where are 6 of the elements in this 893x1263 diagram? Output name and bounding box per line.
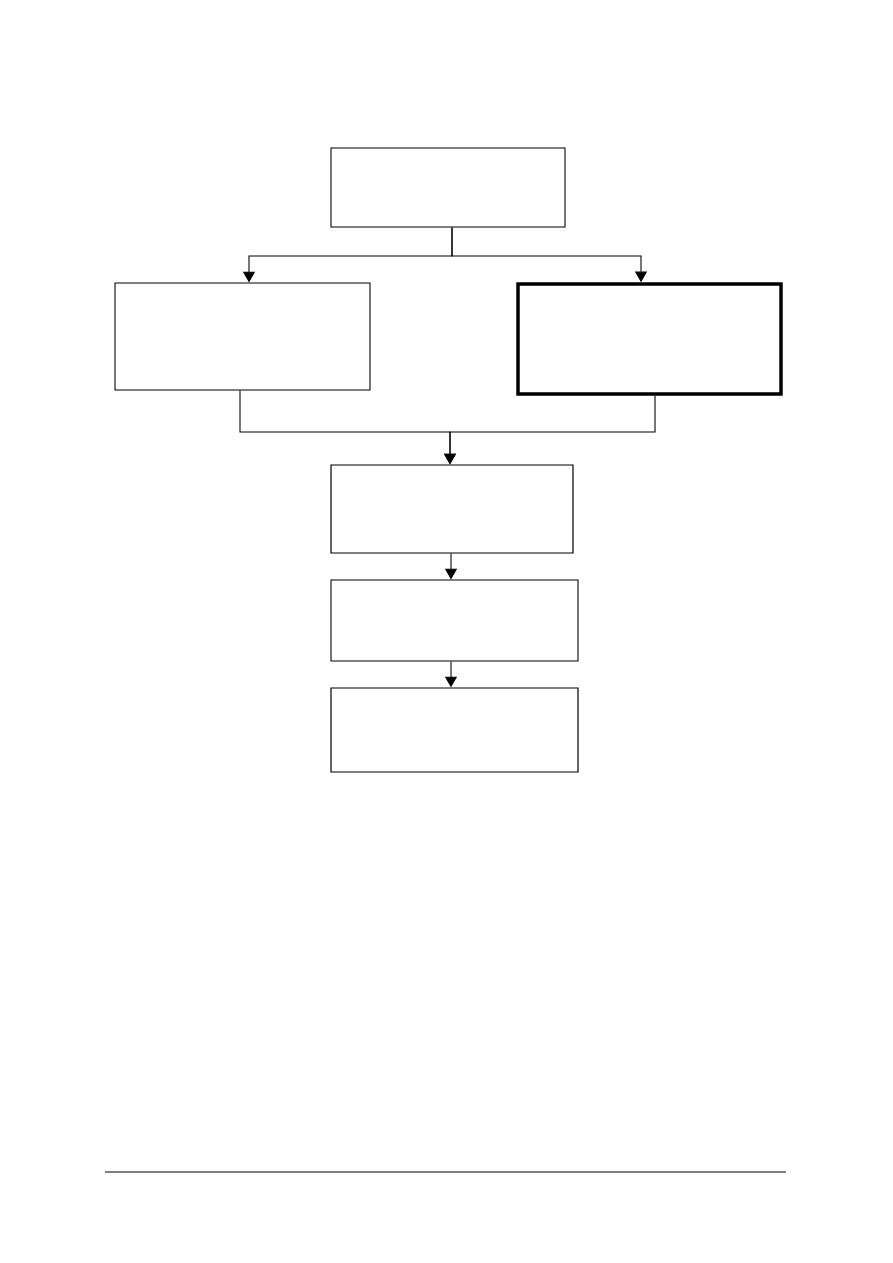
process-box	[330, 464, 574, 554]
process-box	[330, 687, 579, 773]
process-box	[330, 579, 579, 662]
process-box	[114, 282, 371, 391]
process-box	[330, 147, 566, 228]
process-box	[516, 282, 783, 396]
